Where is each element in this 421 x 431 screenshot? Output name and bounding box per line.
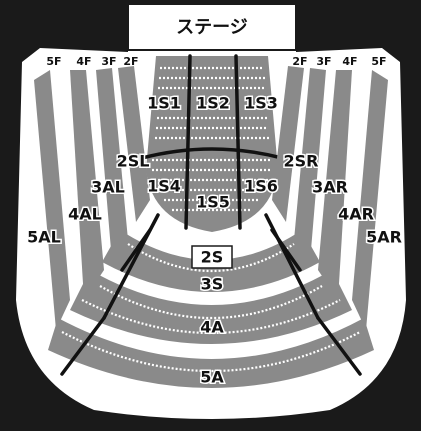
section-label-4al: 4AL [68,205,102,224]
aisle-line-center-right [234,54,242,230]
section-label-2sr: 2SR [284,152,319,171]
section-label-1s3: 1S3 [244,94,278,113]
section-label-5a: 5A [200,368,224,387]
floor-label-left-5f: 5F [46,55,61,68]
section-labels: 1S1 1S2 1S3 2SL 2SR 3AL 1S4 1S5 1S6 3AR … [26,92,404,388]
section-2s-box [191,245,233,269]
right-side-tiers [272,66,388,330]
section-label-2sl: 2SL [117,152,150,171]
aisle-line-center-left [184,54,192,230]
left-wedge-line [120,228,152,272]
floor-label-right-3f: 3F [316,55,331,68]
stage-label: ステージ [176,17,248,38]
cross-aisle-line [140,147,284,160]
section-label-4ar: 4AR [338,205,374,224]
section-label-2s: 2S [201,248,224,267]
section-label-3ar: 3AR [312,178,348,197]
orchestra-seat-rows [152,66,272,212]
right-wedge-line [270,228,302,272]
section-label-1s4: 1S4 [147,177,181,196]
section-label-1s2: 1S2 [196,94,230,113]
floor-label-left-4f: 4F [76,55,91,68]
orchestra-block [146,56,278,232]
section-label-4a: 4A [200,318,224,337]
section-label-5al: 5AL [27,228,61,247]
floor-label-right-2f: 2F [292,55,307,68]
section-label-1s6: 1S6 [244,177,278,196]
section-label-3al: 3AL [91,178,125,197]
stage-area [127,3,297,51]
floor-label-right-5f: 5F [371,55,386,68]
left-side-tiers [34,66,150,330]
floor-label-left-3f: 3F [101,55,116,68]
floor-label-left-2f: 2F [123,55,138,68]
floor-label-right-4f: 4F [342,55,357,68]
rear-divider-left-2 [60,316,106,376]
section-label-1s1: 1S1 [147,94,181,113]
rear-divider-right-2 [316,316,362,376]
section-label-3s: 3S [201,275,224,294]
floor-labels: 5F 4F 3F 2F 2F 3F 4F 5F [45,54,387,69]
section-label-5ar: 5AR [366,228,402,247]
rear-seat-rows [61,243,361,373]
section-label-1s5: 1S5 [196,193,230,212]
